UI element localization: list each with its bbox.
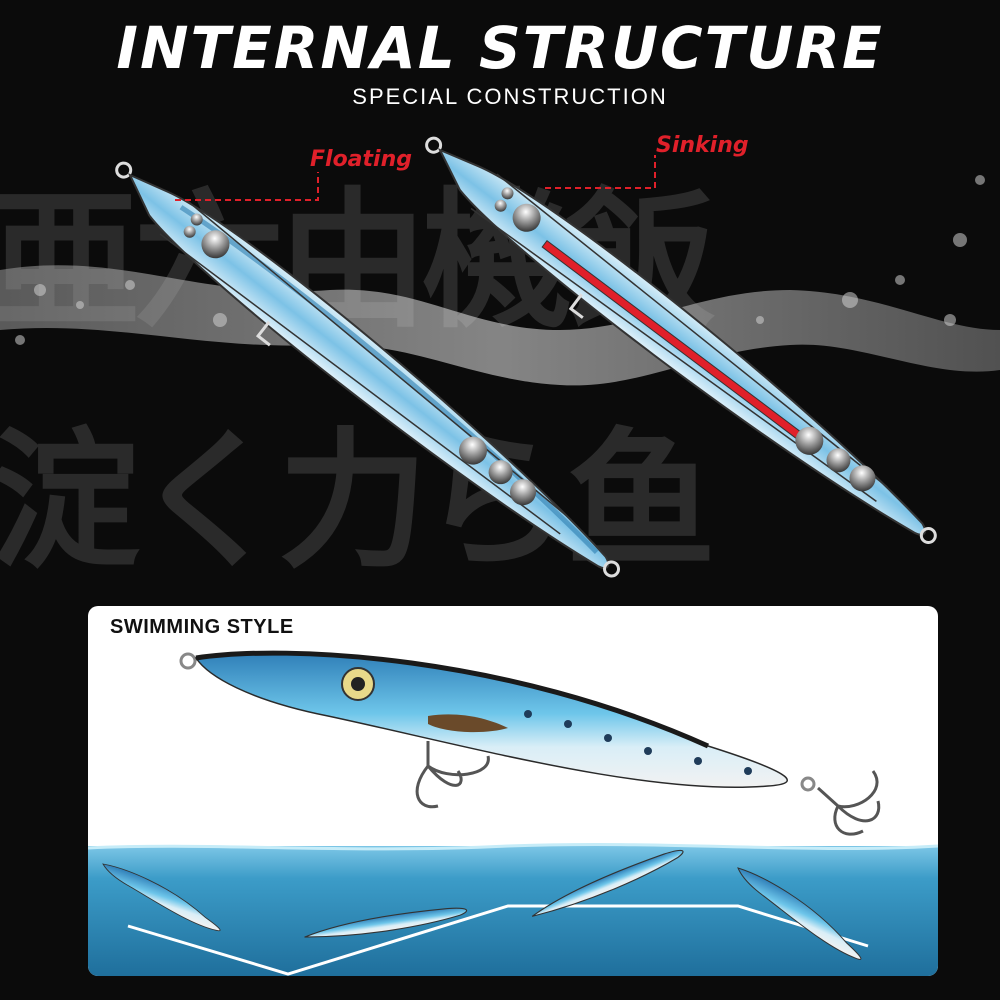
floating-label: Floating [310,147,412,172]
sinking-label: Sinking [656,133,749,158]
floating-lure [115,161,621,578]
sinking-lure [425,136,937,545]
swimming-style-title: SWIMMING STYLE [110,616,294,638]
lure-diagrams [115,136,937,578]
small-lure [737,867,862,960]
page-subtitle: SPECIAL CONSTRUCTION [352,84,668,109]
swimming-style-panel: SWIMMING STYLE [88,606,938,976]
small-lure [102,863,221,932]
page-title: INTERNAL STRUCTURE [116,14,884,82]
main-lure [179,650,881,836]
small-lure [304,907,468,938]
sinking-weight-bar [541,239,804,441]
small-lure [531,849,684,917]
swim-path [127,904,869,976]
swimming-illustration [88,650,938,976]
